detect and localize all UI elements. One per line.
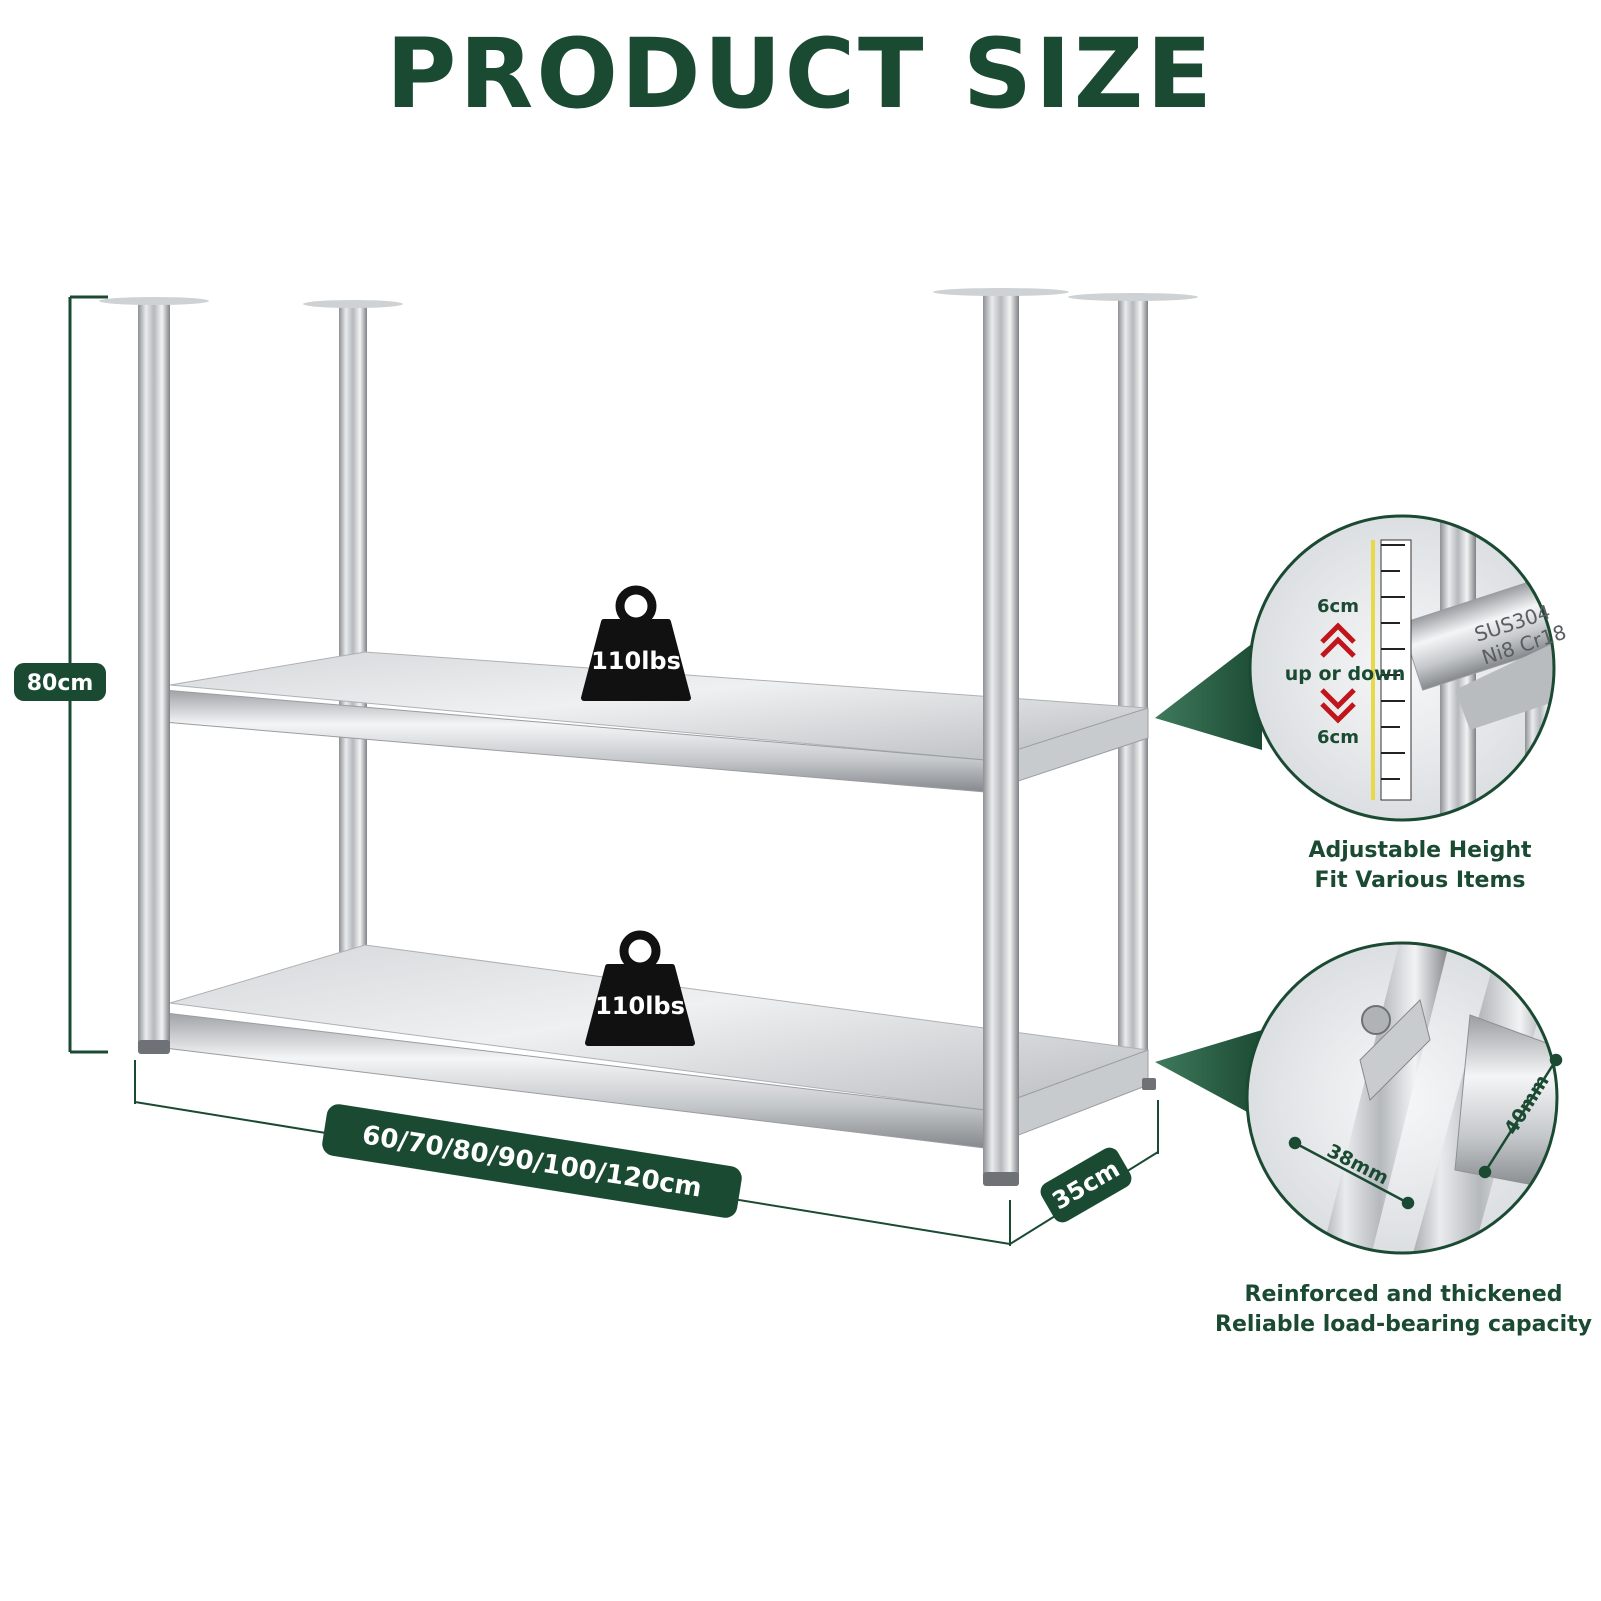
weight-icon xyxy=(581,585,691,701)
depth-badge: 35cm xyxy=(1040,1147,1132,1223)
height-caption: Adjustable Height Fit Various Items xyxy=(1290,836,1550,896)
zoom-pointer-top xyxy=(1155,636,1262,750)
tube-caption: Reinforced and thickened Reliable load-b… xyxy=(1206,1280,1601,1340)
adjust-direction-label: up or down xyxy=(1285,663,1406,685)
weight-icon xyxy=(585,930,695,1046)
tube-caption-line2: Reliable load-bearing capacity xyxy=(1215,1312,1592,1337)
zoom-pointer-bottom xyxy=(1155,1030,1262,1120)
detail-circle-height xyxy=(1248,514,1556,822)
tube-measure-line xyxy=(1288,1053,1563,1210)
height-caption-line1: Adjustable Height xyxy=(1308,838,1532,863)
width-badge: 60/70/80/90/100/120cm xyxy=(322,1104,742,1218)
tube-caption-line1: Reinforced and thickened xyxy=(1244,1282,1563,1307)
height-badge: 80cm xyxy=(14,663,106,701)
chevron-up-icon xyxy=(1320,622,1356,658)
chevron-down-icon xyxy=(1320,688,1356,724)
adjust-down-label: 6cm xyxy=(1317,727,1359,748)
height-caption-line2: Fit Various Items xyxy=(1314,868,1526,893)
front-posts xyxy=(99,288,1156,1186)
middle-shelf xyxy=(139,651,1149,793)
height-scale-ruler xyxy=(1381,544,1405,780)
detail-circle-tube xyxy=(1245,941,1559,1255)
shelf-load-label-bottom: 110lbs xyxy=(595,992,685,1020)
height-label: 80cm xyxy=(27,671,94,696)
adjust-up-label: 6cm xyxy=(1317,596,1359,617)
page-title: PRODUCT SIZE xyxy=(386,18,1215,130)
shelf-load-label-middle: 110lbs xyxy=(591,647,681,675)
